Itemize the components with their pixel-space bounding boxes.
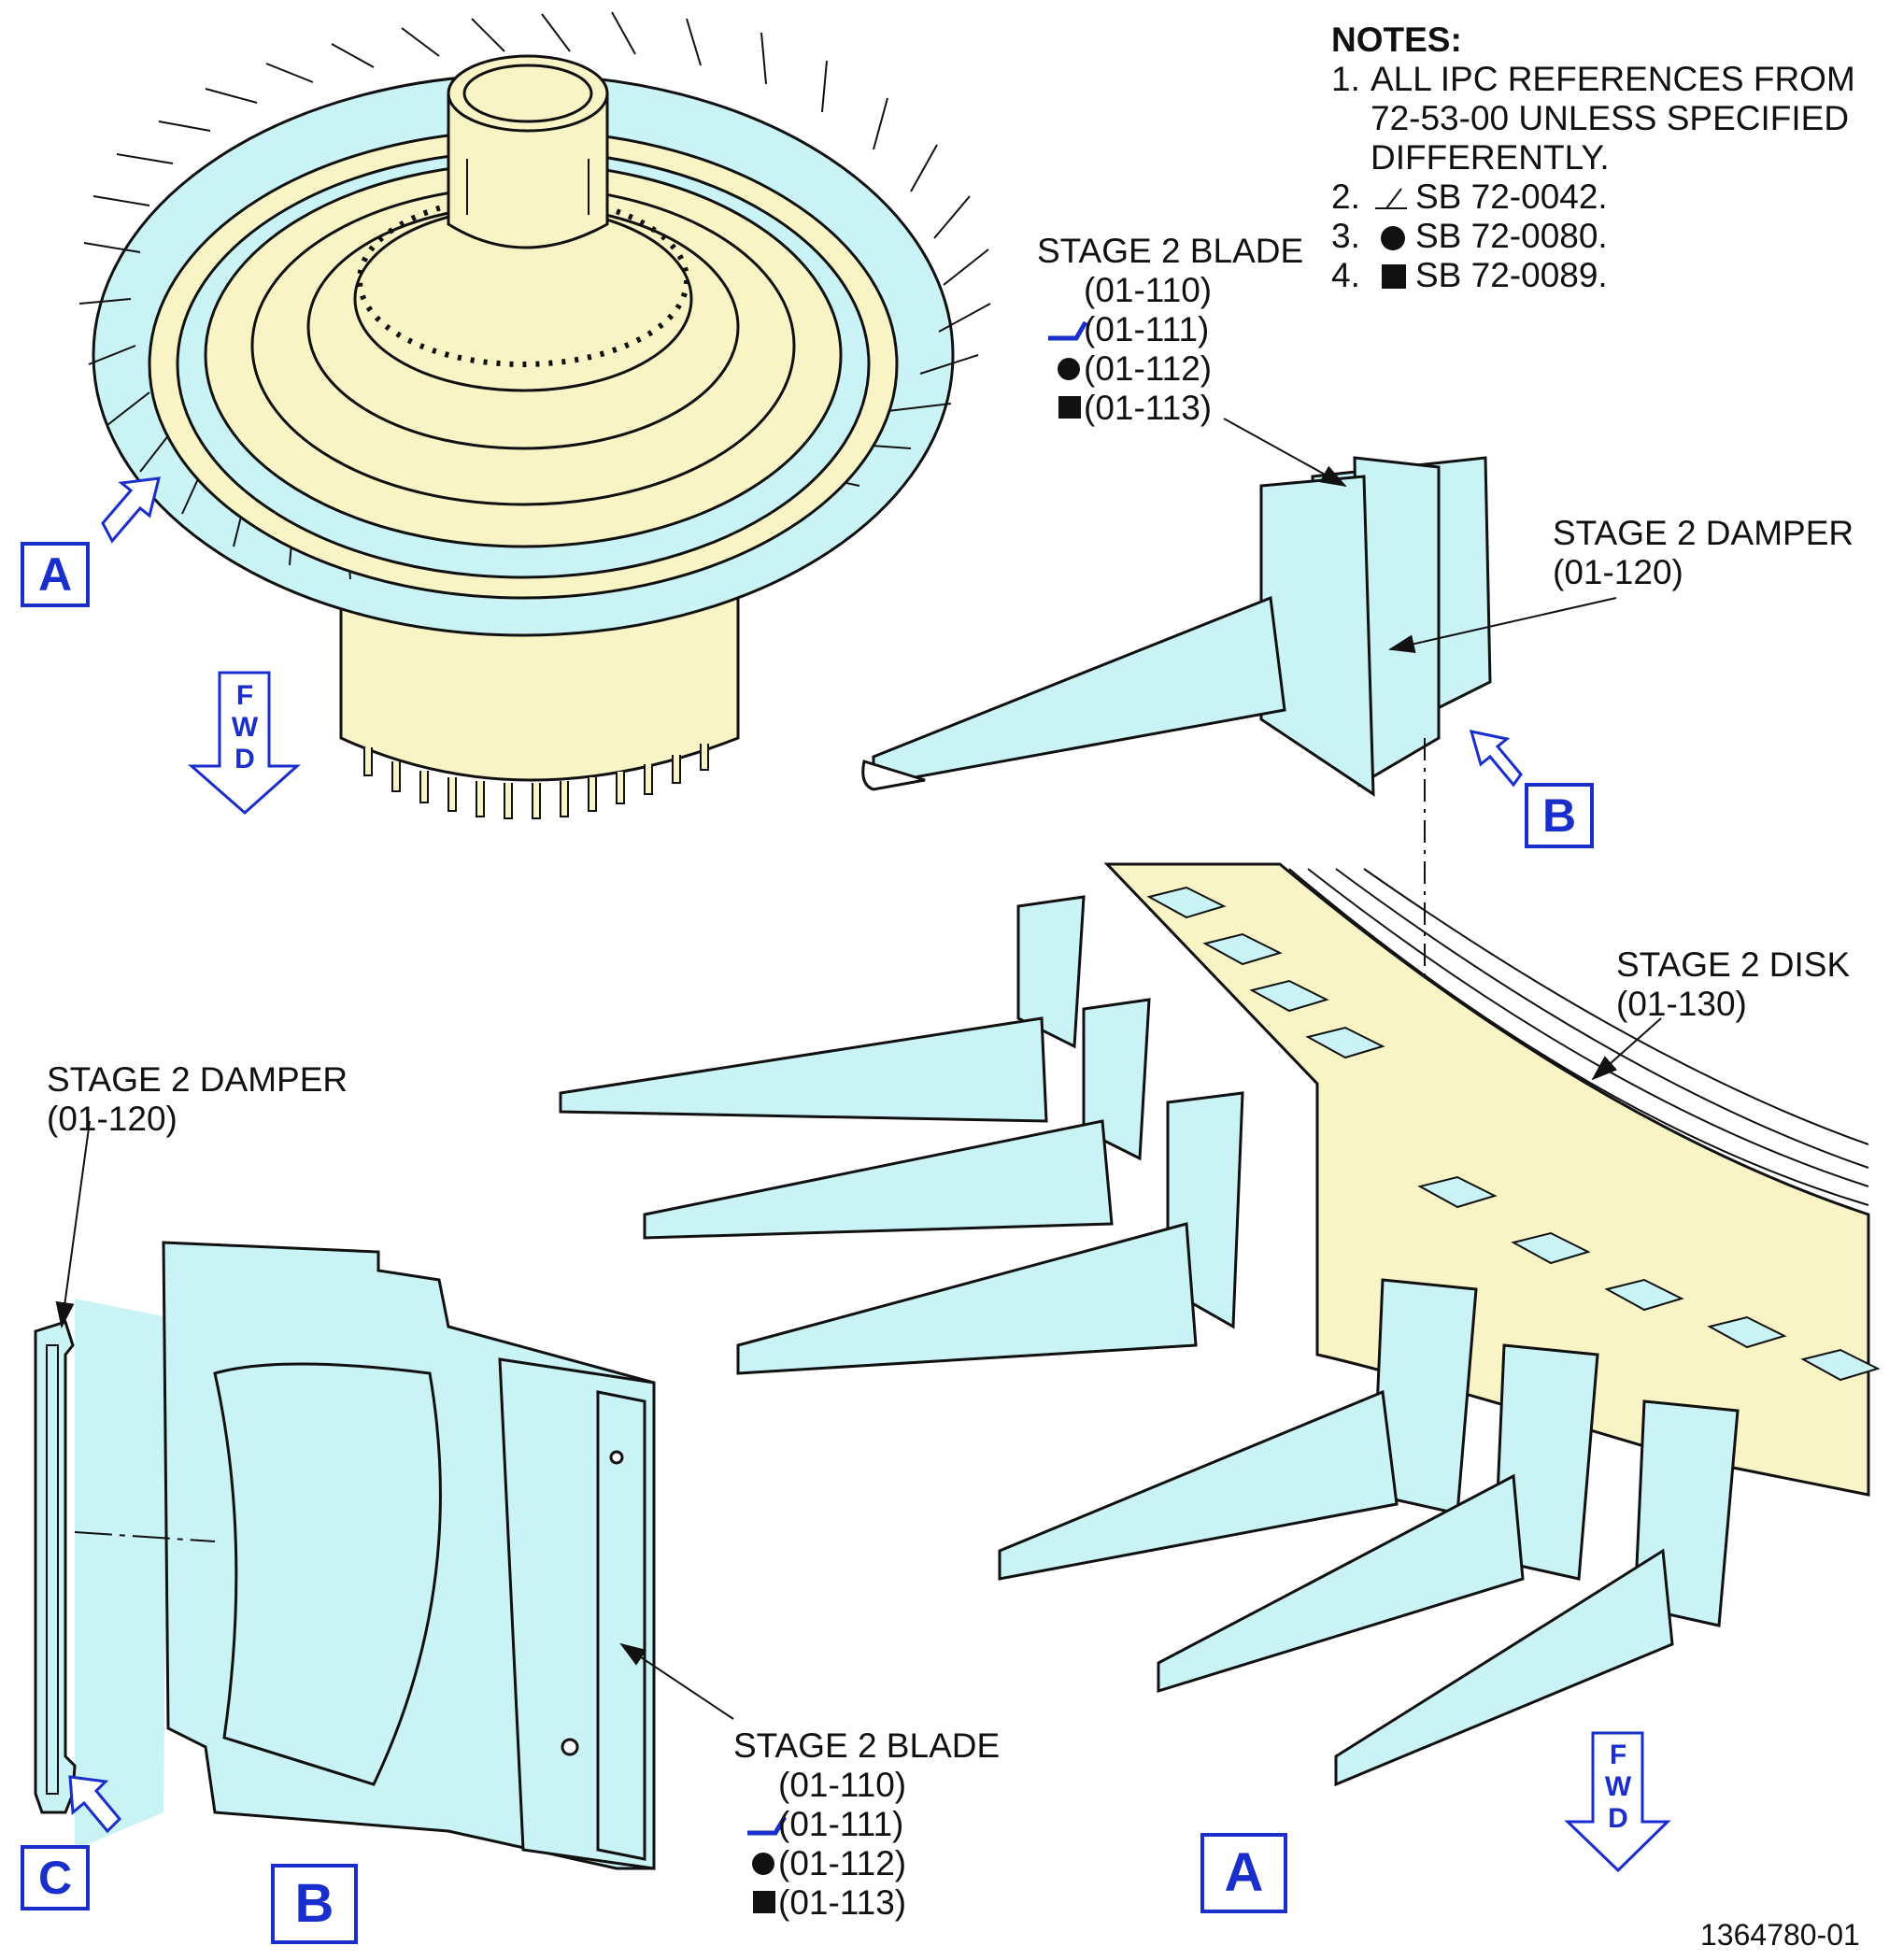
callout-blade-top-ref-1: (01-110) xyxy=(1084,271,1213,309)
note-1-line-3: DIFFERENTLY. xyxy=(1371,138,1610,177)
note-1-line-2: 72-53-00 UNLESS SPECIFIED xyxy=(1371,99,1850,137)
figure-id: 1364780-01 xyxy=(1700,1918,1860,1952)
damper-part xyxy=(34,1320,77,1814)
callout-blade-top-ref-3: (01-112) xyxy=(1084,349,1213,388)
view-label-b-bottom: B xyxy=(271,1864,358,1944)
filled-square-icon xyxy=(1382,264,1406,289)
view-label-c: C xyxy=(21,1845,90,1910)
rotor-assembly xyxy=(78,11,991,819)
filled-square-icon xyxy=(1058,396,1081,419)
fwd-letter: F xyxy=(235,680,254,711)
view-label-a-top: A xyxy=(21,542,90,607)
view-arrow-b-top xyxy=(1469,730,1523,788)
callout-blade-top-title: STAGE 2 BLADE xyxy=(1037,232,1304,270)
callout-blade-bottom-ref-3: (01-112) xyxy=(778,1844,907,1882)
callout-blade-bottom-title: STAGE 2 BLADE xyxy=(733,1726,1001,1765)
filled-circle-icon xyxy=(1381,226,1405,250)
callout-blade-top-ref-2: (01-111) xyxy=(1084,310,1210,348)
callout-blade-bottom-ref-1: (01-110) xyxy=(778,1766,907,1804)
callout-blade-top-ref-4: (01-113) xyxy=(1084,389,1213,427)
note-2-text: SB 72-0042. xyxy=(1415,178,1608,216)
callout-damper-top-ref: (01-120) xyxy=(1553,553,1683,591)
fwd-label-top: F W D xyxy=(228,680,262,775)
note-1-line-1: ALL IPC REFERENCES FROM xyxy=(1371,60,1855,98)
callout-damper-left-ref: (01-120) xyxy=(47,1100,178,1138)
callout-disk-title: STAGE 2 DISK xyxy=(1616,945,1851,984)
view-label-a-bottom: A xyxy=(1200,1833,1287,1913)
note-4-num: 4. xyxy=(1331,256,1360,294)
disk-slots xyxy=(1146,886,1881,1382)
callout-blade-bottom-ref-2: (01-111) xyxy=(778,1805,904,1843)
rotor-teeth xyxy=(363,744,709,819)
single-blade-top xyxy=(861,456,1492,797)
triangle-mark-icon xyxy=(1375,188,1407,209)
note-3-text: SB 72-0080. xyxy=(1415,217,1608,255)
fwd-label-bottom: F W D xyxy=(1601,1740,1635,1835)
callout-blade-bottom-ref-4: (01-113) xyxy=(778,1883,907,1922)
filled-circle-icon xyxy=(1058,358,1080,380)
fwd-letter: D xyxy=(234,744,255,774)
callout-damper-top-title: STAGE 2 DAMPER xyxy=(1553,514,1854,552)
filled-circle-icon xyxy=(752,1853,774,1875)
filled-square-icon xyxy=(753,1891,775,1913)
fwd-arrow-bottom xyxy=(1564,1731,1671,1873)
fwd-letter: W xyxy=(231,712,259,743)
fwd-letter: F xyxy=(1609,1740,1627,1770)
sb-triangle-marks xyxy=(747,320,1088,1836)
fwd-letter: D xyxy=(1608,1803,1628,1834)
notes-title: NOTES: xyxy=(1331,21,1462,59)
blades-view-a xyxy=(559,895,1740,1787)
fwd-letter: W xyxy=(1604,1771,1632,1802)
note-2-num: 2. xyxy=(1331,178,1360,216)
view-label-b-top: B xyxy=(1525,783,1594,848)
callout-damper-left-title: STAGE 2 DAMPER xyxy=(47,1060,348,1099)
fwd-arrow-top xyxy=(188,671,301,816)
view-arrow-c xyxy=(68,1775,122,1834)
view-arrow-a-top xyxy=(101,476,161,544)
note-1-num: 1. xyxy=(1331,60,1360,98)
note-3-num: 3. xyxy=(1331,217,1360,255)
leader-lines xyxy=(55,418,1662,1720)
note-4-text: SB 72-0089. xyxy=(1415,256,1608,294)
callout-disk-ref: (01-130) xyxy=(1616,985,1747,1023)
blade-root-view-b xyxy=(74,1241,656,1870)
